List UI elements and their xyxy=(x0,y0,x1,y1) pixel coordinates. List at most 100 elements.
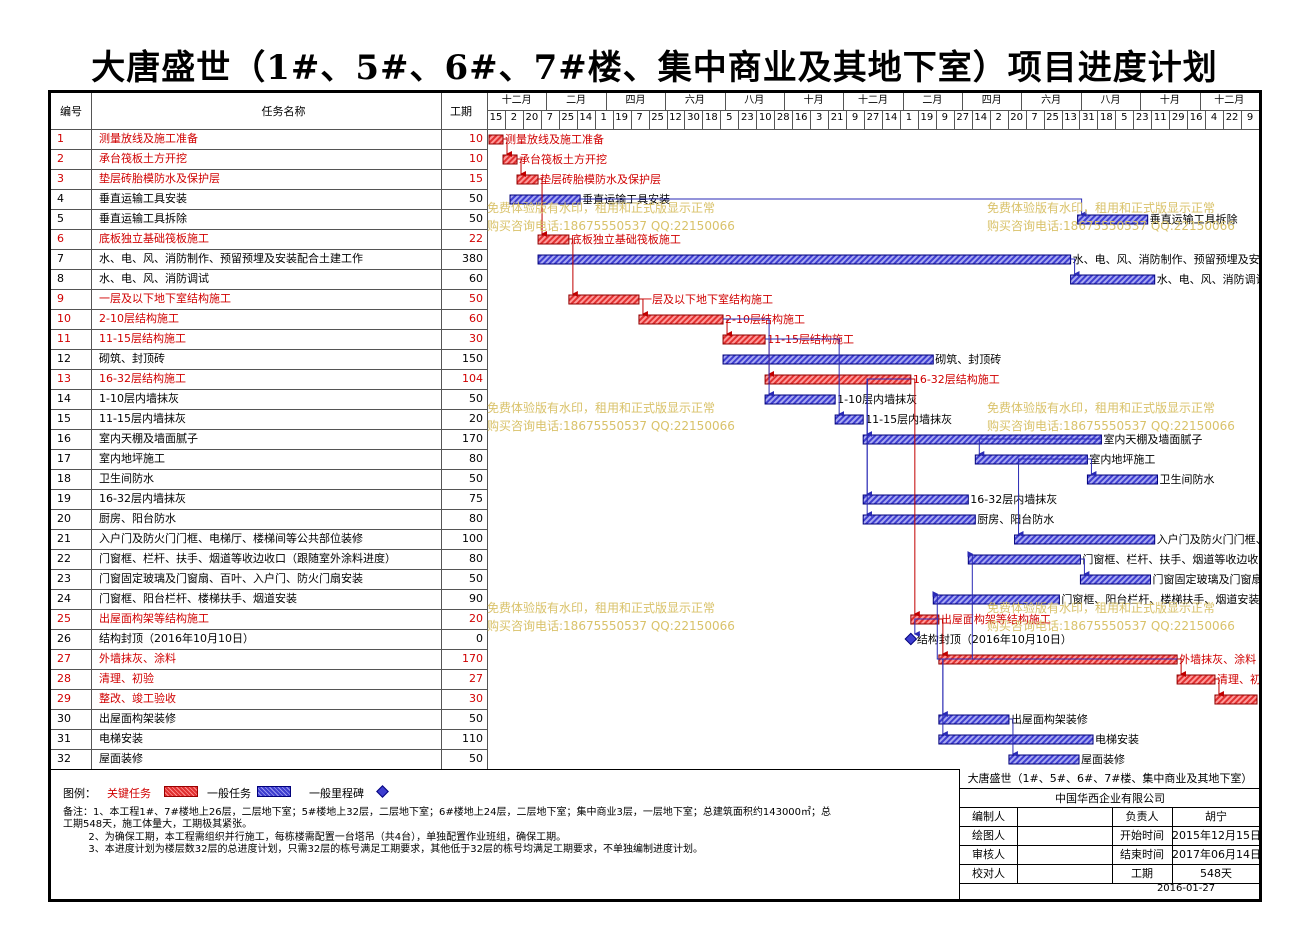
task-name[interactable]: 结构封顶（2016年10月10日） xyxy=(99,632,254,645)
legend-normal-label: 一般任务 xyxy=(207,787,251,800)
task-name[interactable]: 11-15层内墙抹灰 xyxy=(99,412,186,425)
gantt-bar[interactable] xyxy=(722,354,934,365)
task-duration: 110 xyxy=(462,732,483,745)
gantt-bar[interactable] xyxy=(862,494,969,505)
gantt-bar[interactable] xyxy=(1086,474,1158,485)
task-id: 12 xyxy=(57,352,71,365)
task-name[interactable]: 外墙抹灰、涂料 xyxy=(99,652,176,665)
task-duration: 15 xyxy=(469,172,483,185)
task-name[interactable]: 2-10层结构施工 xyxy=(99,312,179,325)
gantt-bar-label: 16-32层内墙抹灰 xyxy=(970,492,1057,506)
timescale-day: 20 xyxy=(525,112,539,123)
task-name[interactable]: 清理、初验 xyxy=(99,672,154,685)
task-name[interactable]: 16-32层内墙抹灰 xyxy=(99,492,186,505)
legend-critical-swatch xyxy=(164,786,198,797)
gantt-bar[interactable] xyxy=(1008,754,1080,765)
task-name[interactable]: 电梯安装 xyxy=(99,732,143,745)
page-title: 大唐盛世（1#、5#、6#、7#楼、集中商业及其地下室）项目进度计划 xyxy=(91,48,1218,88)
gantt-bar[interactable] xyxy=(764,394,836,405)
gantt-bar-label: 屋面装修 xyxy=(1081,752,1125,766)
watermark-text: 购买咨询电话:18675550537 QQ:22150066 xyxy=(487,619,735,633)
gantt-bar[interactable] xyxy=(1014,534,1156,545)
tb-end-label: 结束时间 xyxy=(1120,848,1164,861)
tb-end-value: 2017年06月14日 xyxy=(1172,848,1261,861)
gantt-bar-label: 一层及以下地下室结构施工 xyxy=(641,292,773,306)
task-name[interactable]: 水、电、风、消防调试 xyxy=(99,272,209,285)
gantt-bar[interactable] xyxy=(1079,574,1151,585)
task-name[interactable]: 厨房、阳台防水 xyxy=(99,512,176,525)
legend-normal-swatch xyxy=(257,786,291,797)
timescale-day: 16 xyxy=(794,112,808,123)
watermark-text: 免费体验版有水印，租用和正式版显示正常 xyxy=(487,201,716,215)
tb-start-label: 开始时间 xyxy=(1120,829,1164,842)
timescale-day: 14 xyxy=(579,112,593,123)
task-duration: 100 xyxy=(462,532,483,545)
gantt-bar[interactable] xyxy=(932,594,1060,605)
task-name[interactable]: 屋面装修 xyxy=(99,752,143,765)
timescale-month: 八月 xyxy=(1100,95,1121,106)
watermark-text: 购买咨询电话:18675550537 QQ:22150066 xyxy=(987,219,1235,233)
task-name[interactable]: 卫生间防水 xyxy=(99,472,154,485)
gantt-bar[interactable] xyxy=(862,514,976,525)
gantt-bar-critical[interactable] xyxy=(537,234,570,245)
milestone-marker[interactable] xyxy=(904,632,918,646)
task-name[interactable]: 门窗框、阳台栏杆、楼梯扶手、烟道安装 xyxy=(99,592,297,605)
task-name[interactable]: 一层及以下地下室结构施工 xyxy=(99,292,231,305)
gantt-bar[interactable] xyxy=(1070,274,1156,285)
task-duration: 20 xyxy=(469,612,483,625)
task-id: 25 xyxy=(57,612,71,625)
timescale-day: 9 xyxy=(1246,112,1254,123)
task-name[interactable]: 底板独立基础筏板施工 xyxy=(99,232,209,245)
task-name[interactable]: 砌筑、封顶砖 xyxy=(99,352,165,365)
task-name[interactable]: 垂直运输工具拆除 xyxy=(99,212,187,225)
tb-prepared-label: 编制人 xyxy=(972,810,1005,823)
task-name[interactable]: 入户门及防火门门框、电梯厅、楼梯间等公共部位装修 xyxy=(99,532,363,545)
task-name[interactable]: 16-32层结构施工 xyxy=(99,372,186,385)
timescale-day: 25 xyxy=(1046,112,1059,123)
task-name[interactable]: 11-15层结构施工 xyxy=(99,332,186,345)
timescale-month: 十二月 xyxy=(1214,95,1245,106)
gantt-bar-label: 入户门及防火门门框、电梯厅、楼梯间等公共部位装修 xyxy=(1157,532,1259,546)
gantt-bar[interactable] xyxy=(1077,214,1149,225)
watermark-text: 购买咨询电话:18675550537 QQ:22150066 xyxy=(487,419,735,433)
task-name[interactable]: 测量放线及施工准备 xyxy=(99,132,198,145)
gantt-bar-critical[interactable] xyxy=(638,314,724,325)
notes-line-3: 2、为确保工期，本工程需组织并行施工，每栋楼需配置一台塔吊（共4台），单独配置作… xyxy=(63,832,567,843)
task-name[interactable]: 门窗固定玻璃及门窗扇、百叶、入户门、防火门扇安装 xyxy=(99,572,363,585)
gantt-bar-label: 垂直运输工具拆除 xyxy=(1150,212,1238,226)
dependency-link xyxy=(568,238,578,297)
gantt-bar-critical[interactable] xyxy=(1214,694,1258,705)
task-name[interactable]: 出屋面构架装修 xyxy=(99,712,176,725)
task-name[interactable]: 水、电、风、消防制作、预留预埋及安装配合土建工作 xyxy=(99,252,363,265)
task-name[interactable]: 出屋面构架等结构施工 xyxy=(99,612,209,625)
task-name[interactable]: 承台筏板土方开挖 xyxy=(99,152,187,165)
task-id: 24 xyxy=(57,592,71,605)
task-name[interactable]: 门窗框、栏杆、扶手、烟道等收边收口（跟随室外涂料进度） xyxy=(99,552,396,565)
task-name[interactable]: 整改、竣工验收 xyxy=(99,692,176,705)
timescale-day: 7 xyxy=(1031,112,1038,123)
task-id: 13 xyxy=(57,372,71,385)
timescale-month: 十月 xyxy=(803,95,824,106)
task-name[interactable]: 垂直运输工具安装 xyxy=(99,192,187,205)
task-id: 7 xyxy=(57,252,64,265)
task-duration: 50 xyxy=(469,712,483,725)
timescale-day: 4 xyxy=(1210,112,1218,123)
gantt-bar[interactable] xyxy=(834,414,864,425)
timescale-day: 25 xyxy=(651,112,664,123)
divider xyxy=(51,769,959,770)
timescale-month: 二月 xyxy=(566,95,587,106)
dependency-link xyxy=(538,178,548,237)
task-name[interactable]: 1-10层内墙抹灰 xyxy=(99,392,179,405)
task-name[interactable]: 室内天棚及墙面腻子 xyxy=(99,432,198,445)
task-name[interactable]: 垫层砖胎模防水及保护层 xyxy=(99,172,220,185)
dependency-link xyxy=(938,618,948,657)
task-id: 17 xyxy=(57,452,71,465)
task-id: 18 xyxy=(57,472,71,485)
header-id: 编号 xyxy=(60,105,82,118)
watermark-text: 免费体验版有水印，租用和正式版显示正常 xyxy=(987,401,1216,415)
task-name[interactable]: 室内地坪施工 xyxy=(99,452,165,465)
dependency-link xyxy=(866,378,911,517)
gantt-bar[interactable] xyxy=(938,734,1094,745)
timescale-day: 10 xyxy=(758,112,772,123)
